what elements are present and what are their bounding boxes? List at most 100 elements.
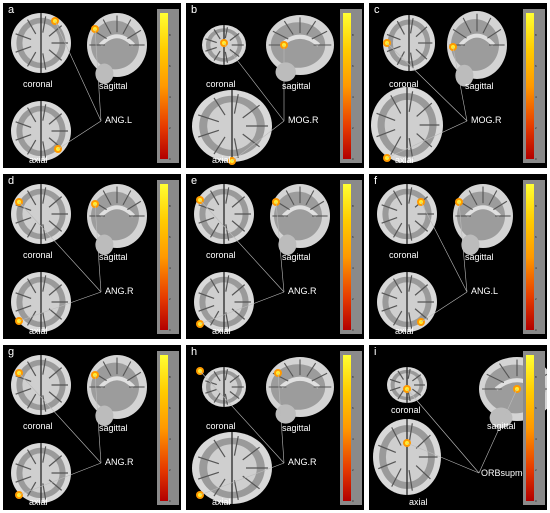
coronal-label: coronal (391, 405, 421, 415)
sagittal-slice (266, 15, 334, 82)
colorbar-tick: 8 (352, 375, 354, 379)
sagittal-label: sagittal (99, 252, 128, 262)
coronal-label: coronal (23, 79, 53, 89)
sagittal-slice (87, 184, 147, 256)
coronal-slice (383, 15, 435, 71)
region-label: ANG.R (105, 286, 134, 296)
sagittal-slice (87, 13, 147, 85)
sagittal-slice (266, 357, 334, 424)
colorbar-tick: 4 (169, 266, 171, 270)
panel-letter: e (191, 175, 198, 187)
colorbar-tick: 6 (535, 235, 537, 239)
axial-label: axial (409, 497, 428, 507)
axial-slice (192, 90, 272, 162)
axial-label: axial (29, 326, 48, 336)
sagittal-label: sagittal (465, 81, 494, 91)
colorbar-tick: 4 (169, 437, 171, 441)
panel-letter: h (191, 346, 198, 358)
colorbar-tick: 4 (352, 437, 354, 441)
leader-lines (223, 42, 285, 162)
coronal-label: coronal (23, 250, 53, 260)
colorbar: 8 6 4 2 0 (523, 180, 545, 334)
leader-lines (18, 372, 102, 496)
activation-blob-core (17, 319, 21, 323)
panel-g-brains (11, 355, 147, 503)
colorbar-tick: 2 (352, 468, 354, 472)
sagittal-label: sagittal (99, 423, 128, 433)
colorbar-tick: 0 (352, 499, 354, 503)
panel-i-brains (373, 357, 547, 495)
colorbar-gradient (343, 355, 351, 501)
region-label: ANG.R (105, 457, 134, 467)
region-label: ORBsupmed.L (481, 468, 541, 478)
panel-f-brains (377, 184, 513, 332)
axial-label: axial (29, 497, 48, 507)
colorbar-tick: 2 (352, 297, 354, 301)
colorbar-gradient (343, 13, 351, 159)
sagittal-label: sagittal (465, 252, 494, 262)
colorbar-tick: 8 (352, 33, 354, 37)
sagittal-label: sagittal (282, 81, 311, 91)
coronal-label: coronal (206, 421, 236, 431)
coronal-slice (377, 184, 437, 244)
panel-b-brains (192, 15, 334, 165)
panel-letter: c (374, 4, 380, 16)
panel-letter: i (374, 346, 377, 358)
colorbar-tick: 6 (352, 235, 354, 239)
colorbar-tick: 8 (535, 204, 537, 208)
axial-label: axial (29, 155, 48, 165)
colorbar-gradient (160, 355, 168, 501)
leader-lines (18, 201, 102, 322)
colorbar-tick: 4 (535, 266, 537, 270)
colorbar-tick: 2 (169, 297, 171, 301)
coronal-slice (194, 184, 254, 244)
coronal-slice (202, 367, 246, 407)
leader-lines (54, 20, 102, 150)
colorbar-tick: 0 (535, 157, 537, 161)
colorbar-tick: 2 (535, 468, 537, 472)
axial-slice (377, 272, 437, 332)
colorbar-tick: 6 (352, 64, 354, 68)
sagittal-label: sagittal (282, 252, 311, 262)
region-label: ANG.R (288, 286, 317, 296)
axial-label: axial (212, 155, 231, 165)
coronal-label: coronal (206, 79, 236, 89)
leader-lines (199, 199, 285, 325)
axial-label: axial (395, 326, 414, 336)
panel-h-brains (192, 357, 334, 504)
sagittal-slice (270, 184, 330, 256)
colorbar-gradient (526, 184, 534, 330)
colorbar-tick: 0 (169, 499, 171, 503)
panel-d-brains (11, 184, 147, 332)
colorbar-tick: 4 (535, 437, 537, 441)
region-label: MOG.R (288, 115, 319, 125)
coronal-label: coronal (206, 250, 236, 260)
colorbar-gradient (526, 355, 534, 501)
axial-slice (194, 272, 254, 332)
colorbar-tick: 8 (535, 33, 537, 37)
colorbar-tick: 2 (169, 468, 171, 472)
leader-lines (199, 370, 285, 496)
panel-letter: g (8, 346, 15, 358)
panel-letter: f (374, 175, 378, 187)
region-label: ANG.R (288, 457, 317, 467)
colorbar-tick: 2 (535, 126, 537, 130)
colorbar-tick: 2 (535, 297, 537, 301)
colorbar-tick: 0 (535, 328, 537, 332)
axial-slice (11, 101, 71, 161)
leader-lines (420, 201, 468, 323)
coronal-slice (11, 355, 71, 415)
panel-a-brains (11, 13, 147, 161)
